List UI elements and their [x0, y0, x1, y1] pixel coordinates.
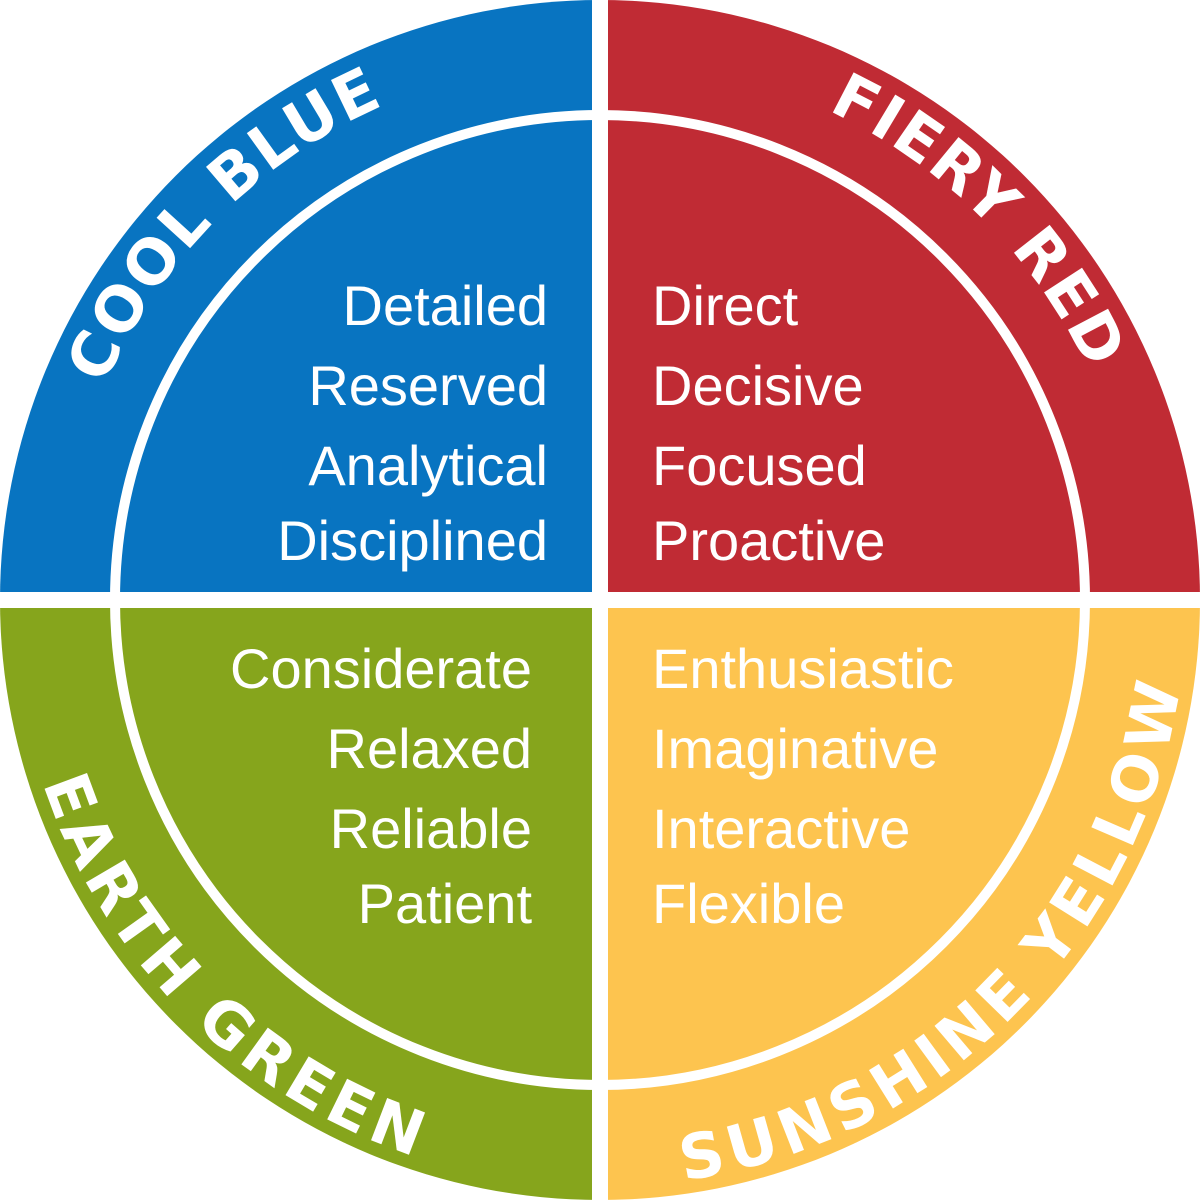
trait-item: Analytical: [308, 434, 548, 497]
trait-item: Patient: [358, 872, 533, 935]
trait-item: Direct: [652, 274, 799, 337]
horizontal-divider: [0, 592, 1200, 608]
trait-item: Imaginative: [652, 717, 938, 780]
trait-item: Considerate: [230, 637, 532, 700]
trait-item: Detailed: [343, 274, 548, 337]
quadrant-sunshine-yellow: [600, 600, 1200, 1200]
traits-fiery-red: Direct Decisive Focused Proactive: [652, 274, 885, 572]
trait-item: Enthusiastic: [652, 637, 954, 700]
trait-item: Reserved: [308, 354, 548, 417]
trait-item: Flexible: [652, 872, 845, 935]
trait-item: Focused: [652, 434, 867, 497]
trait-item: Decisive: [652, 354, 864, 417]
quadrant-fiery-red: [600, 0, 1200, 600]
traits-earth-green: Considerate Relaxed Reliable Patient: [230, 637, 532, 935]
quadrant-earth-green: [0, 600, 600, 1200]
traits-sunshine-yellow: Enthusiastic Imaginative Interactive Fle…: [652, 637, 954, 935]
trait-item: Relaxed: [327, 717, 532, 780]
trait-item: Disciplined: [277, 509, 548, 572]
traits-cool-blue: Detailed Reserved Analytical Disciplined: [277, 274, 548, 572]
quadrant-cool-blue: [0, 0, 600, 600]
trait-item: Proactive: [652, 509, 885, 572]
trait-item: Interactive: [652, 797, 910, 860]
trait-item: Reliable: [330, 797, 532, 860]
